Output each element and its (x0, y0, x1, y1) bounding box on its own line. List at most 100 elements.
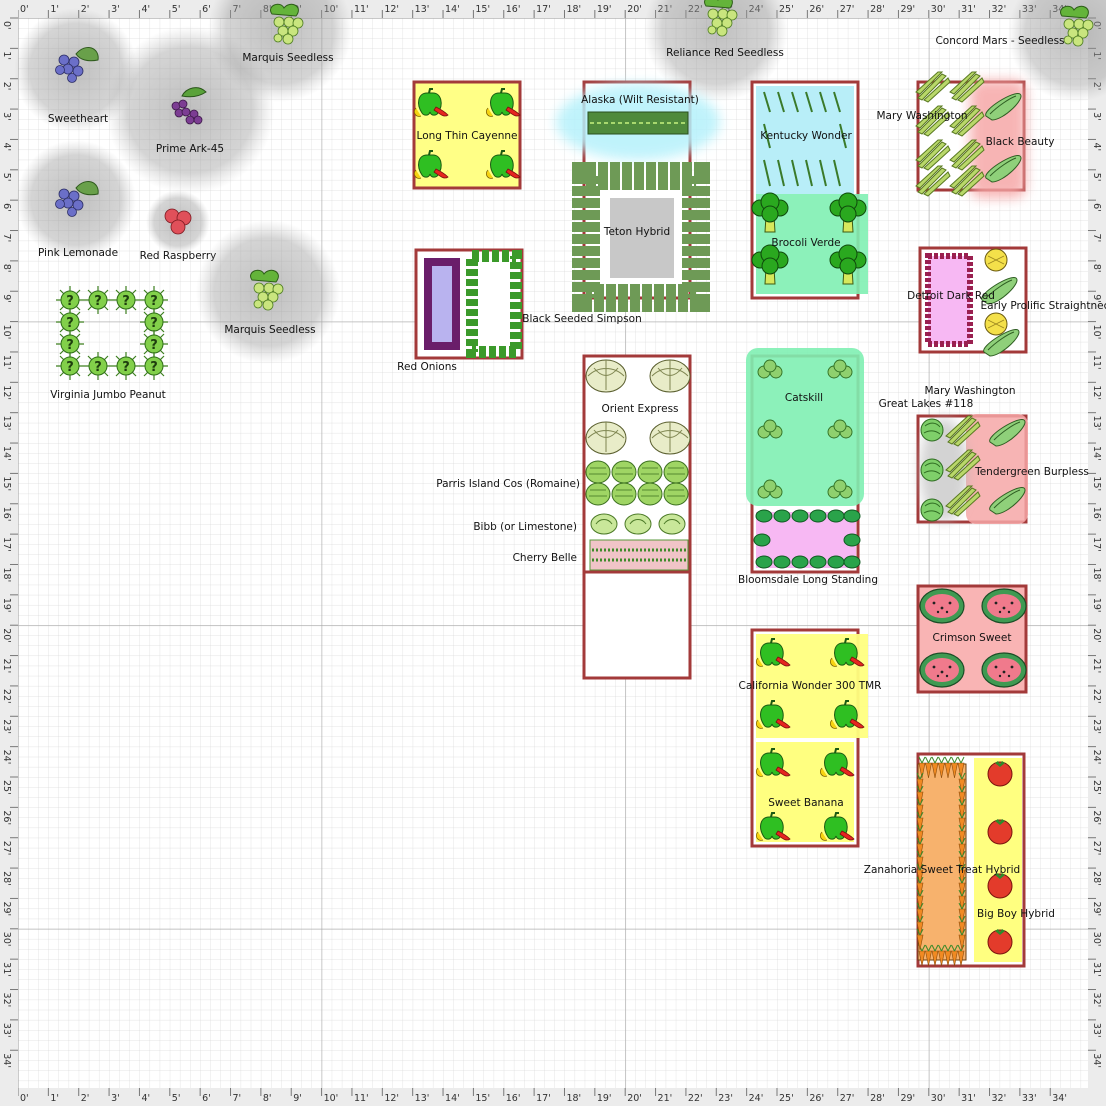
bed-catskill[interactable]: Catskill Bloomsdale Long Standing (738, 348, 878, 586)
bed-onion-lettuce[interactable]: Red Onions Black Seeded Simpson (397, 248, 642, 373)
ruler-tick-label: 10' (1091, 325, 1102, 340)
ruler-tick-label: 3' (1091, 112, 1102, 121)
ruler-tick-label: 29' (900, 1093, 915, 1104)
ruler-tick-label: 31' (1, 962, 12, 977)
ruler-tick-label: 25' (779, 4, 794, 15)
ruler-tick-label: 22' (1, 689, 12, 704)
ruler-tick-label: 21' (1091, 659, 1102, 674)
ruler-tick-label: 11' (354, 1093, 369, 1104)
plant-red-raspberry[interactable]: Red Raspberry (140, 190, 217, 262)
ruler-tick-label: 12' (1091, 385, 1102, 400)
plant-label: Big Boy Hybrid (977, 908, 1055, 920)
ruler-tick-label: 27' (840, 4, 855, 15)
ruler-tick-label: 0' (1, 21, 12, 30)
plant-label: Concord Mars - Seedless (935, 35, 1064, 47)
ruler-tick-label: 6' (202, 1093, 211, 1104)
ruler-tick-label: 25' (1, 780, 12, 795)
ruler-tick-label: 31' (1091, 962, 1102, 977)
bed-cayenne[interactable]: Long Thin Cayenne (412, 80, 522, 190)
ruler-tick-label: 13' (415, 1093, 430, 1104)
ruler-tick-label: 10' (1, 325, 12, 340)
bed-carrot-tomato[interactable]: Zanahoria Sweet Treat Hybrid Big Boy Hyb… (864, 752, 1055, 968)
bed-beans-broccoli[interactable]: Kentucky Wonder Brocoli Verde (750, 80, 868, 300)
ruler-tick-label: 5' (172, 4, 181, 15)
plant-pink-lemonade[interactable]: Pink Lemonade (16, 140, 136, 260)
ruler-tick-label: 4' (1091, 142, 1102, 151)
ruler-tick-label: 8' (263, 1093, 272, 1104)
bed-salad[interactable]: Orient Express Parris Island Cos (Romain… (436, 354, 692, 574)
plant-label: Black Seeded Simpson (522, 313, 641, 325)
ruler-tick-label: 16' (506, 1093, 521, 1104)
ruler-tick-label: 18' (1091, 567, 1102, 582)
bed-asparagus-eggplant[interactable]: Mary Washington Black Beauty (876, 71, 1054, 198)
plant-peanut[interactable]: Virginia Jumbo Peanut (50, 285, 169, 401)
plant-label: Reliance Red Seedless (666, 47, 784, 59)
canopy (208, 0, 352, 102)
ruler-tick-label: 8' (1, 264, 12, 273)
ruler-tick-label: 17' (1, 537, 12, 552)
plant-reliance[interactable]: Reliance Red Seedless (644, 0, 788, 102)
ruler-tick-label: 18' (1, 567, 12, 582)
canopy (644, 0, 788, 102)
bed-cucumber[interactable]: Mary Washington Great Lakes #118 Tenderg… (879, 385, 1089, 524)
plant-label: California Wonder 300 TMR (739, 680, 882, 692)
ruler-tick-label: 4' (141, 4, 150, 15)
ruler-tick-label: 21' (658, 1093, 673, 1104)
ruler-tick-label: 33' (1, 1023, 12, 1038)
ruler-tick-label: 17' (1091, 537, 1102, 552)
ruler-tick-label: 2' (1, 82, 12, 91)
ruler-tick-label: 9' (1, 294, 12, 303)
ruler-tick-label: 16' (1, 507, 12, 522)
ruler-tick-label: 26' (1, 810, 12, 825)
red-onion-row (424, 258, 460, 350)
bed-empty[interactable] (582, 570, 692, 680)
ruler-tick-label: 20' (627, 4, 642, 15)
ruler-tick-label: 12' (384, 1093, 399, 1104)
ruler-tick-label: 3' (111, 1093, 120, 1104)
ruler-tick-label: 11' (354, 4, 369, 15)
plant-label: Kentucky Wonder (760, 130, 852, 142)
ruler-tick-label: 14' (445, 4, 460, 15)
plant-concord[interactable]: Concord Mars - Seedless (935, 0, 1106, 102)
ruler-tick-label: 6' (1091, 203, 1102, 212)
bed-watermelon[interactable]: Crimson Sweet (916, 584, 1028, 694)
ruler-tick-label: 32' (1, 993, 12, 1008)
ruler-tick-label: 19' (1091, 598, 1102, 613)
bed-beets-squash[interactable]: Detroit Dark Red Early Prolific Straight… (907, 246, 1106, 357)
ruler-tick-label: 12' (1, 385, 12, 400)
plant-label: Bibb (or Limestone) (473, 521, 577, 533)
plant-label: Parris Island Cos (Romaine) (436, 478, 580, 490)
ruler-tick-label: 14' (445, 1093, 460, 1104)
ruler-tick-label: 17' (536, 4, 551, 15)
ruler-tick-label: 7' (1, 234, 12, 243)
plant-marquis-mid[interactable]: Marquis Seedless (196, 220, 340, 364)
ruler-right: 0'1'2'3'4'5'6'7'8'9'10'11'12'13'14'15'16… (1088, 0, 1106, 1106)
ruler-tick-label: 26' (1091, 810, 1102, 825)
ruler-tick-label: 23' (718, 1093, 733, 1104)
bibb-icon (590, 513, 686, 535)
ruler-tick-label: 13' (1, 416, 12, 431)
bed-peas-cabbage[interactable]: Alaska (Wilt Resistant) Teton Hybrid (556, 80, 720, 312)
plant-label: Mary Washington (876, 110, 967, 122)
ruler-tick-label: 13' (1091, 416, 1102, 431)
ruler-tick-label: 18' (566, 1093, 581, 1104)
ruler-tick-label: 30' (931, 4, 946, 15)
ruler-tick-label: 31' (961, 4, 976, 15)
ruler-tick-label: 22' (1091, 689, 1102, 704)
plant-label: Tendergreen Burpless (974, 466, 1089, 478)
plant-label: Zanahoria Sweet Treat Hybrid (864, 864, 1020, 876)
ruler-tick-label: 11' (1091, 355, 1102, 370)
bed-peppers[interactable]: California Wonder 300 TMR Sweet Banana (739, 628, 882, 848)
ruler-tick-label: 33' (1022, 1093, 1037, 1104)
plant-marquis-top[interactable]: Marquis Seedless (208, 0, 352, 102)
ruler-tick-label: 23' (1091, 719, 1102, 734)
plant-label: Teton Hybrid (603, 226, 670, 238)
ruler-tick-label: 5' (1, 173, 12, 182)
ruler-tick-label: 19' (1, 598, 12, 613)
ruler-tick-label: 5' (172, 1093, 181, 1104)
plant-label: Cherry Belle (513, 552, 577, 564)
ruler-tick-label: 20' (1091, 628, 1102, 643)
ruler-tick-label: 4' (141, 1093, 150, 1104)
ruler-left: 0'1'2'3'4'5'6'7'8'9'10'11'12'13'14'15'16… (0, 0, 18, 1106)
